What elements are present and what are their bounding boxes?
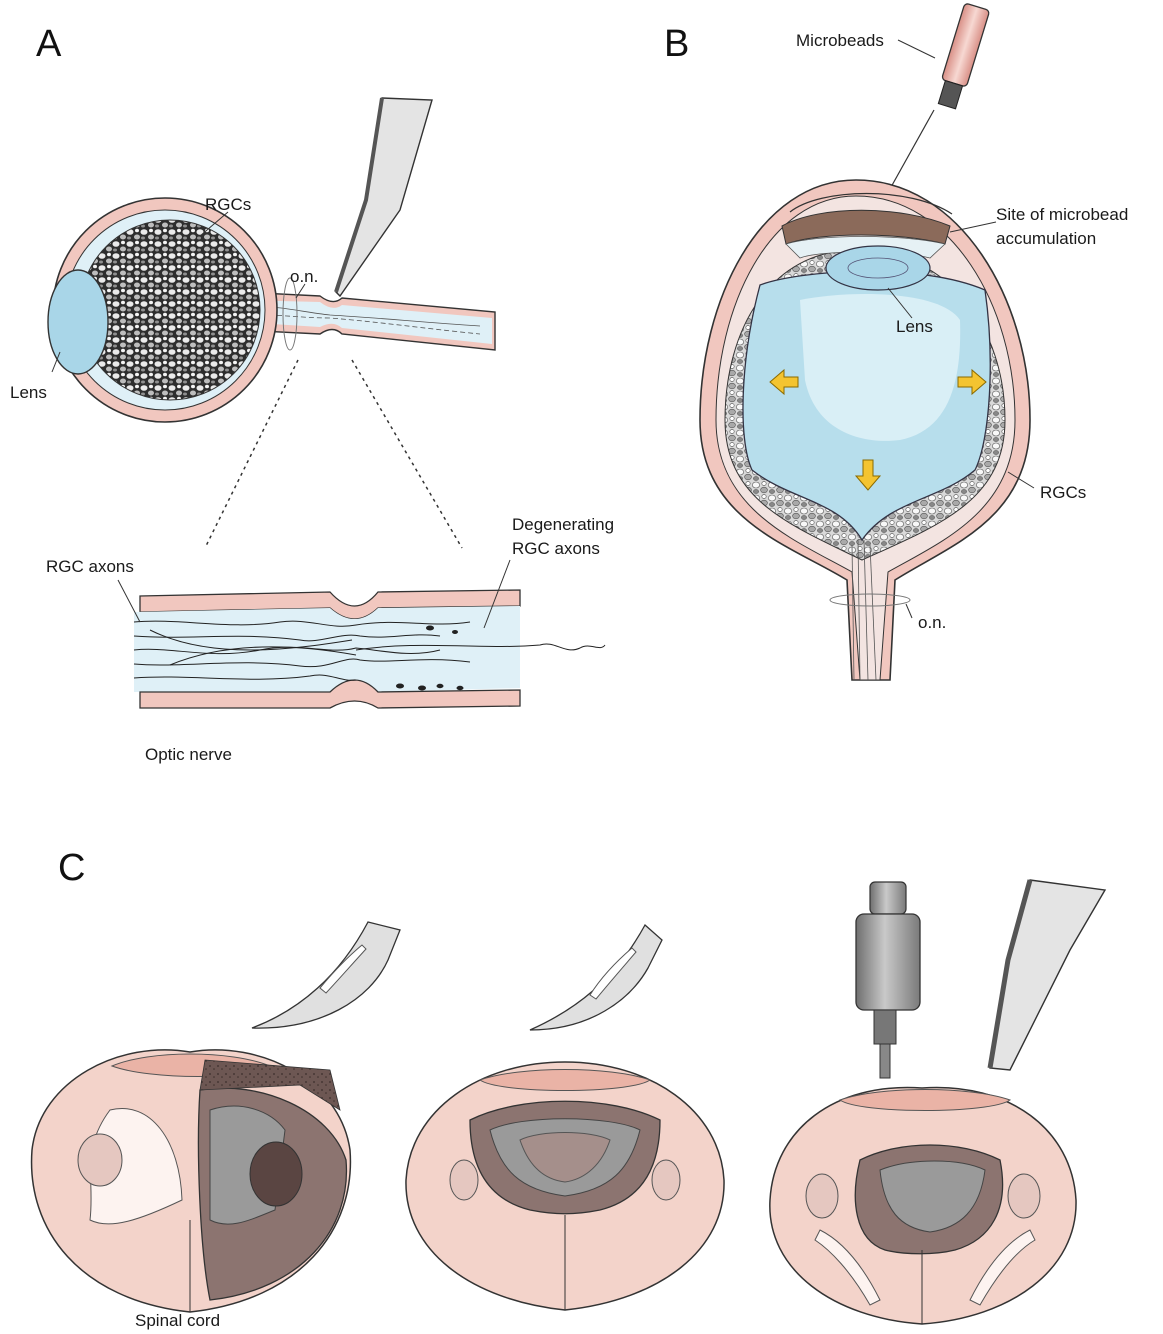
label-degenerating-2: RGC axons [512, 539, 600, 558]
label-on-b: o.n. [918, 613, 946, 632]
panel-a-letter: A [36, 23, 62, 65]
label-microbeads: Microbeads [796, 31, 884, 50]
optic-nerve-small [240, 278, 495, 350]
forceps-icon-c [990, 880, 1105, 1070]
spinal-cord-1 [32, 1050, 351, 1312]
optic-nerve-enlarged [134, 590, 605, 708]
label-rgc-axons: RGC axons [46, 557, 134, 576]
panel-b: B [664, 3, 1128, 680]
label-on-a: o.n. [290, 267, 318, 286]
label-rgcs-a: RGCs [205, 195, 251, 214]
label-degenerating-1: Degenerating [512, 515, 614, 534]
label-optic-nerve: Optic nerve [145, 745, 232, 764]
label-site-2: accumulation [996, 229, 1096, 248]
spinal-cord-3 [770, 1087, 1076, 1324]
label-rgcs-b: RGCs [1040, 483, 1086, 502]
label-spinal-cord: Spinal cord [135, 1311, 220, 1330]
spinal-cord-2 [406, 1062, 724, 1310]
drill-icon [856, 882, 920, 1078]
eye-diagram-b [700, 180, 1030, 680]
panel-b-letter: B [664, 23, 689, 65]
label-lens-a: Lens [10, 383, 47, 402]
label-site-1: Site of microbead [996, 205, 1128, 224]
eye-diagram-a [48, 198, 277, 422]
forceps-icon-a [336, 98, 432, 296]
panel-a: A [10, 23, 614, 764]
label-lens-b: Lens [896, 317, 933, 336]
scalpel-icon-1 [252, 922, 400, 1028]
panel-c-letter: C [58, 847, 85, 889]
lens-shape-b [826, 246, 930, 290]
scalpel-icon-2 [530, 925, 662, 1030]
syringe-icon [876, 3, 990, 214]
panel-c: C [32, 847, 1105, 1330]
